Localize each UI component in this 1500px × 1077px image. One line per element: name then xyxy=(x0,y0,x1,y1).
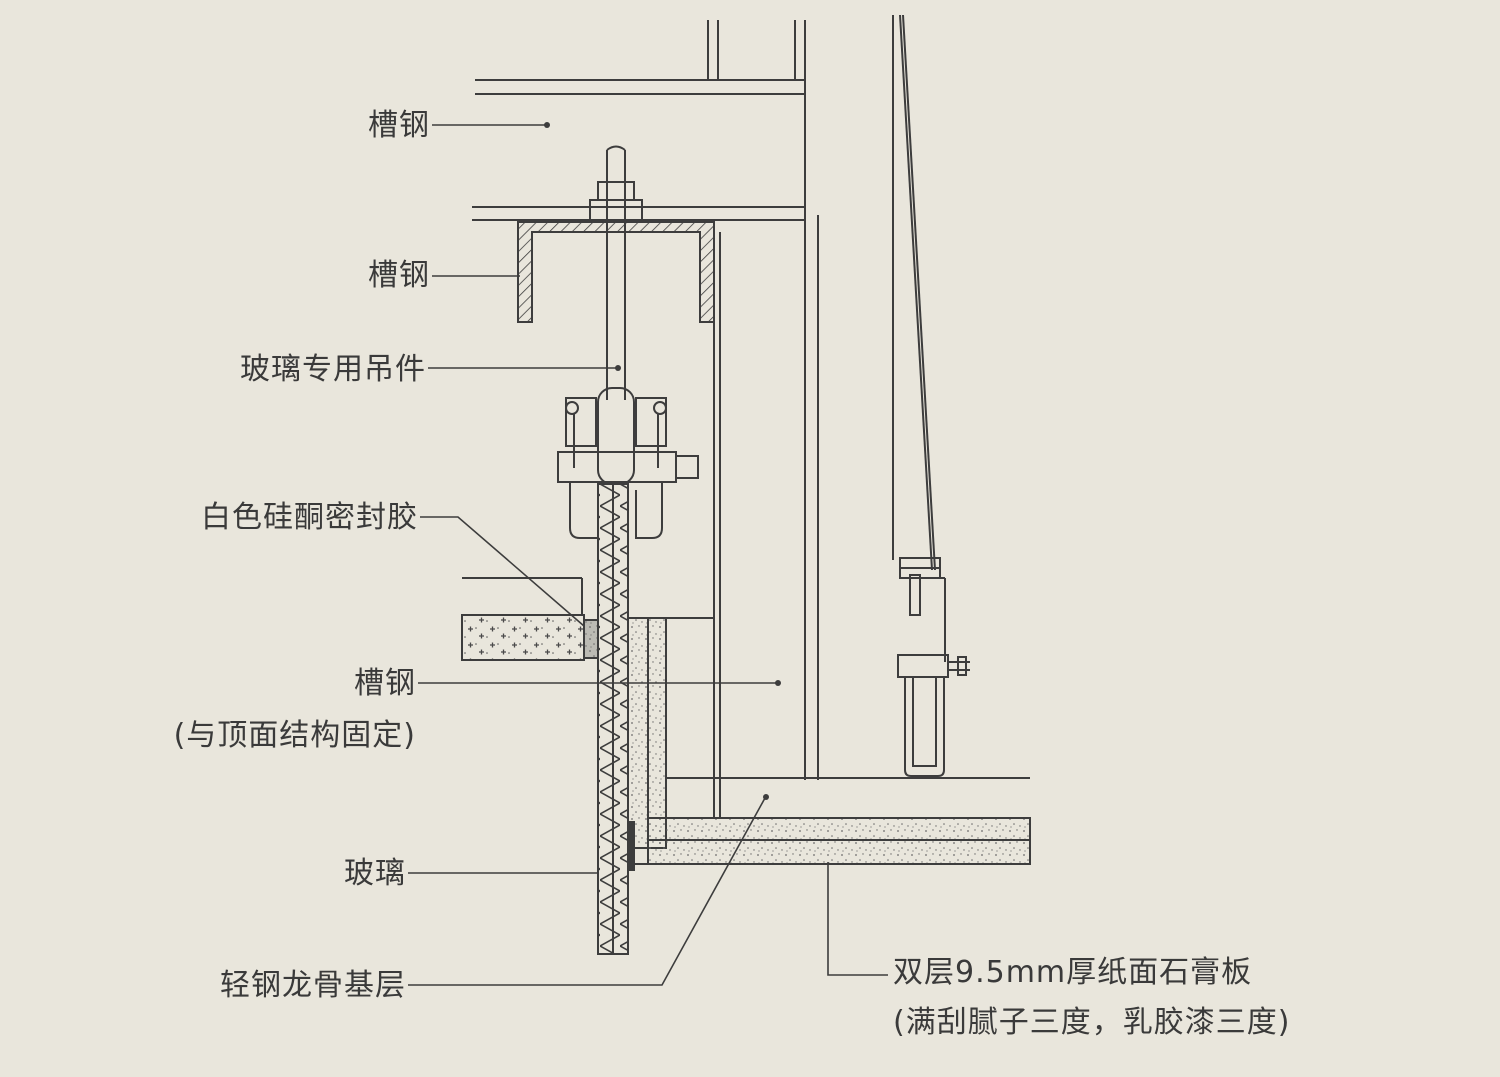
vertical-channel-steel xyxy=(714,215,818,818)
glass-panel xyxy=(598,484,628,954)
label-channel-steel-fixed-note: (与顶面结构固定) xyxy=(173,718,416,753)
label-gypsum-board: 双层9.5mm厚纸面石膏板 xyxy=(893,955,1253,990)
sealant-bead xyxy=(584,620,598,658)
label-glass-hanger: 玻璃专用吊件 xyxy=(240,352,426,387)
glass-clamp-hanger xyxy=(558,388,698,538)
top-channel-steel xyxy=(475,20,805,215)
leader-lines xyxy=(408,125,888,985)
mid-channel-beam xyxy=(472,207,805,220)
left-ceiling-board xyxy=(462,578,584,660)
label-channel-steel-mid: 槽钢 xyxy=(368,258,430,293)
ceiling-hanger-rod xyxy=(893,15,970,776)
threaded-rod xyxy=(590,147,642,401)
label-silicone-sealant: 白色硅酮密封胶 xyxy=(201,500,418,535)
label-channel-steel-fixed: 槽钢 xyxy=(354,666,416,701)
label-light-steel-keel: 轻钢龙骨基层 xyxy=(220,968,406,1003)
c-channel-steel xyxy=(518,222,714,322)
label-gypsum-board-note: (满刮腻子三度，乳胶漆三度) xyxy=(893,1005,1291,1040)
label-glass: 玻璃 xyxy=(344,856,406,891)
gypsum-board-layers xyxy=(628,618,1030,870)
label-channel-steel-top: 槽钢 xyxy=(368,108,430,143)
